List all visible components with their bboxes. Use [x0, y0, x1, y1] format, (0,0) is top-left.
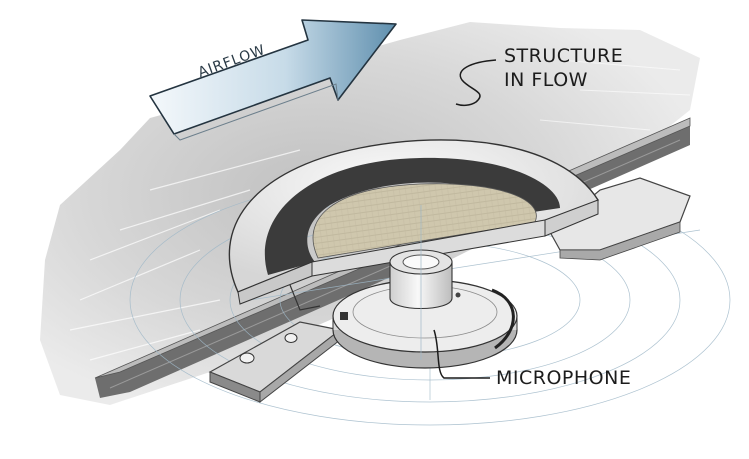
structure-label-line1: STRUCTURE	[504, 45, 624, 67]
microphone-leader	[433, 329, 490, 379]
microphone-label: MICROPHONE	[496, 367, 632, 389]
structure-leader	[455, 59, 497, 107]
microphone-cylinder	[389, 205, 453, 360]
disc-wedge-right	[549, 177, 691, 261]
structure-in-flow-label: STRUCTURE IN FLOW	[504, 44, 623, 92]
structure-label-line2: IN FLOW	[504, 69, 588, 91]
flush-mount-disc	[228, 139, 599, 311]
leader-lines	[433, 59, 497, 379]
airflow-arrow	[149, 19, 397, 141]
microphone-housing	[332, 279, 518, 369]
mounting-bracket	[208, 321, 342, 404]
